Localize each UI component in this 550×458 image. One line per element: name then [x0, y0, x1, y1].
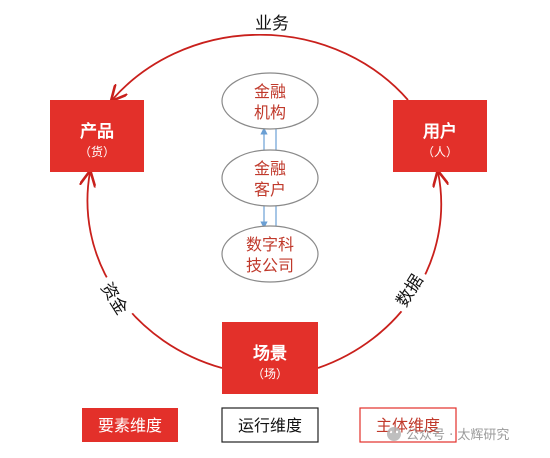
ellipse-financial-customer-line1: 金融: [254, 159, 286, 178]
node-scene: 场景 （场）: [222, 322, 318, 394]
ellipse-digital-tech-company: 数字科 技公司: [221, 225, 319, 283]
legend-operation-label: 运行维度: [238, 416, 302, 435]
legend-element-label: 要素维度: [98, 416, 162, 435]
arc-scene-to-product: [87, 172, 223, 369]
legend-element-dimension: 要素维度: [82, 408, 178, 442]
node-user-title: 用户: [423, 121, 457, 142]
edge-label-business: 业务: [255, 14, 289, 34]
watermark-text: 公众号 · 太辉研究: [406, 428, 509, 443]
ellipse-digital-tech-company-line2: 技公司: [246, 256, 294, 275]
ellipse-financial-institution: 金融 机构: [221, 72, 319, 130]
node-user: 用户 （人）: [393, 100, 487, 172]
node-scene-sub: （场）: [252, 367, 288, 381]
node-product: 产品 （货）: [50, 100, 144, 172]
arc-scene-to-user: [317, 172, 441, 369]
ellipse-financial-institution-line1: 金融: [254, 82, 286, 101]
ellipse-digital-tech-company-line1: 数字科: [246, 235, 294, 254]
arc-user-to-product: [112, 33, 409, 100]
node-user-sub: （人）: [422, 145, 458, 159]
ellipse-financial-customer-line2: 客户: [254, 180, 286, 199]
wechat-icon: [387, 427, 401, 441]
node-product-sub: （货）: [79, 144, 115, 159]
ellipse-financial-institution-line2: 机构: [254, 103, 286, 122]
ellipse-financial-customer: 金融 客户: [221, 149, 319, 207]
node-product-title: 产品: [80, 121, 114, 142]
node-scene-title: 场景: [253, 344, 287, 364]
watermark: 公众号 · 太辉研究: [387, 427, 509, 443]
legend-operation-dimension: 运行维度: [221, 407, 319, 443]
